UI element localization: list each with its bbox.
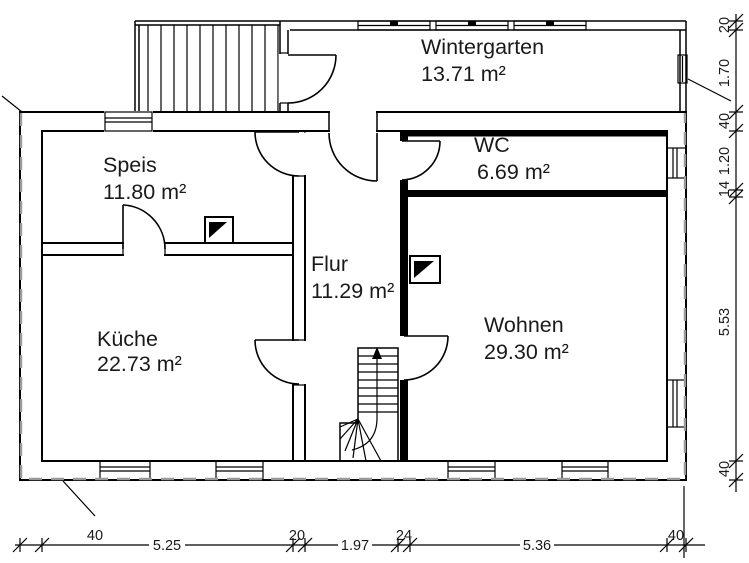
exterior-staircase — [147, 25, 279, 112]
dim-bottom-flur: 1.97 — [341, 538, 369, 554]
dim-right-parapet: 20 — [717, 17, 733, 33]
door-wc — [401, 140, 441, 181]
roof-overhang-dashes — [19, 113, 687, 481]
dim-right-wall-bottom: 40 — [717, 461, 733, 477]
room-area-wintergarten: 13.71 m² — [421, 62, 506, 86]
door-kueche — [254, 339, 300, 385]
stair-direction-arrow-icon — [372, 347, 382, 359]
window-wintergarten-top-3 — [513, 20, 587, 31]
room-area-wohnen: 29.30 m² — [484, 340, 569, 364]
chimney-speis — [204, 216, 234, 244]
stair-walk-line — [351, 356, 378, 451]
door-speis — [254, 131, 300, 177]
room-area-speis: 11.80 m² — [103, 180, 186, 204]
chimney-wohnen — [409, 255, 441, 284]
interior-staircase — [339, 347, 399, 462]
dim-right-wc: 1.20 — [717, 147, 733, 175]
dim-right-wall-top: 40 — [717, 113, 733, 129]
window-top-speis — [104, 111, 153, 132]
dimension-chain-bottom — [12, 537, 705, 553]
dim-bottom-wall-right: 40 — [668, 528, 684, 544]
dim-bottom-wall-mid1: 20 — [289, 528, 305, 544]
room-label-flur: Flur — [311, 252, 348, 276]
room-label-kueche: Küche — [97, 327, 158, 351]
dimension-chain-right — [728, 13, 744, 492]
room-labels: Wintergarten 13.71 m² Speis 11.80 m² WC … — [97, 35, 569, 376]
partition-walls — [400, 131, 667, 461]
dimension-ticks-right — [728, 13, 744, 488]
room-label-wc: WC — [474, 133, 510, 157]
room-label-wintergarten: Wintergarten — [421, 35, 544, 59]
leader-lines — [1, 78, 732, 558]
doors — [122, 54, 449, 385]
dim-right-wohnen: 5.53 — [717, 308, 733, 336]
door-flur-entry — [328, 132, 378, 182]
room-area-flur: 11.29 m² — [311, 279, 394, 303]
door-wintergarten-entry — [287, 54, 337, 104]
door-speis-kueche — [122, 204, 166, 250]
room-label-speis: Speis — [103, 153, 157, 177]
dim-bottom-kueche: 5.25 — [153, 538, 181, 554]
room-label-wohnen: Wohnen — [484, 313, 564, 337]
dim-bottom-wall-mid2: 24 — [396, 528, 412, 544]
dim-bottom-wall-left: 40 — [87, 528, 103, 544]
door-wohnen — [403, 335, 449, 381]
dim-right-wintergarten: 1.70 — [717, 59, 733, 87]
window-wintergarten-right — [677, 54, 688, 84]
room-area-wc: 6.69 m² — [477, 160, 550, 184]
dim-right-wall-mid: 14 — [717, 181, 733, 197]
dimension-ticks-bottom — [12, 537, 694, 553]
interior-walls — [42, 131, 306, 461]
window-wintergarten-top-1 — [357, 20, 431, 31]
room-area-kueche: 22.73 m² — [97, 352, 182, 376]
window-wintergarten-top-2 — [435, 20, 509, 31]
dim-bottom-wohnen: 5.36 — [523, 538, 551, 554]
